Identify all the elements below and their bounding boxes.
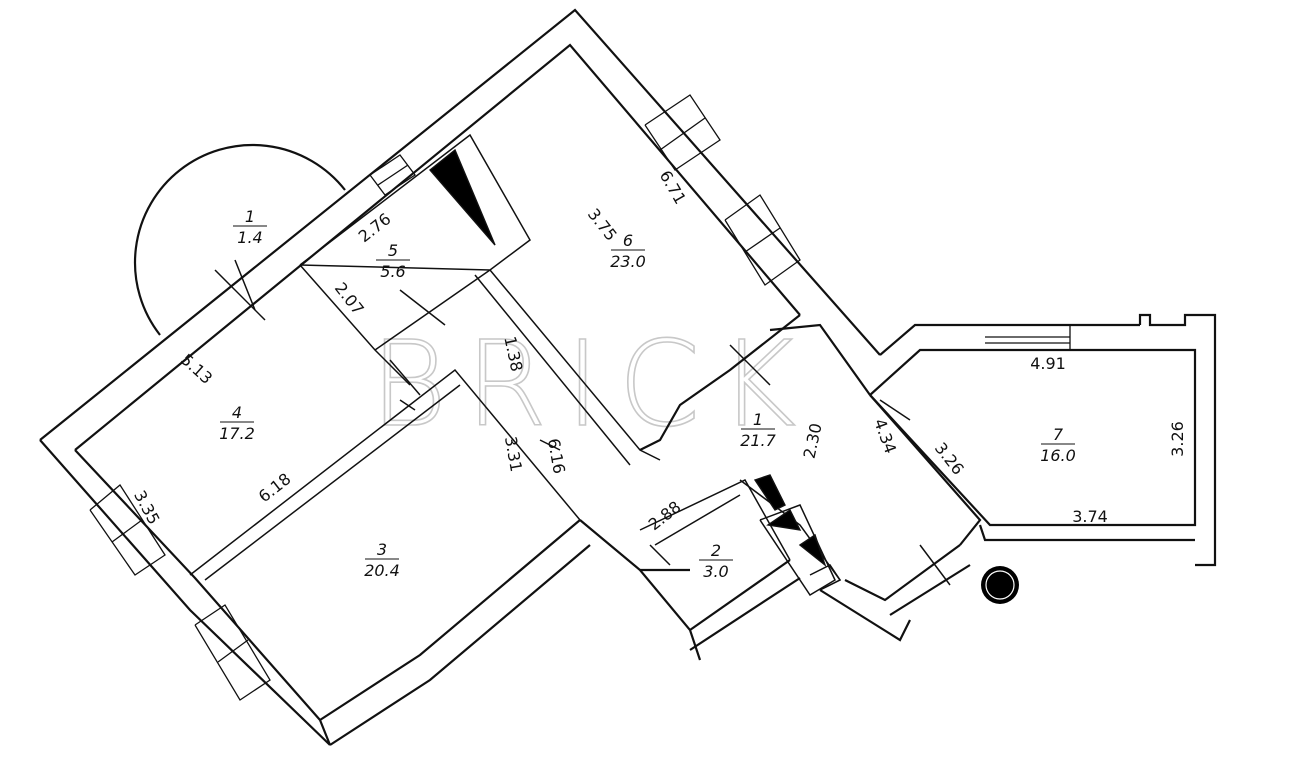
dimension-label: 3.75 [584,205,621,245]
watermark: BRICK [370,315,814,453]
interior-walls [189,133,842,591]
room-area: 21.7 [740,431,776,450]
dimension-label: 3.74 [1072,507,1108,526]
door-marks [214,259,951,586]
dimension-label: 3.26 [931,439,968,479]
room-number: 6 [623,231,633,250]
dimension-label: 6.71 [656,167,690,207]
room-number: 1 [753,410,763,429]
room-number: 7 [1053,425,1064,444]
room-area: 5.6 [380,262,405,281]
dimension-label: 4.91 [1030,354,1066,373]
outer-walls [39,8,1217,746]
dimension-label: 3.26 [1168,421,1187,457]
room-area: 20.4 [364,561,400,580]
room-number: 5 [388,241,398,260]
room-label: 623.0 [610,231,646,271]
room-area: 23.0 [610,252,646,271]
room-number: 2 [711,541,721,560]
room-area: 1.4 [237,228,262,247]
room-number: 3 [377,540,387,559]
room-number: 1 [245,207,255,226]
dimension-label: 2.07 [331,279,368,319]
room-label: 320.4 [364,540,400,580]
room-area: 16.0 [1040,446,1076,465]
room-label: 417.2 [219,403,255,443]
room-area: 17.2 [219,424,255,443]
room-label: 23.0 [699,541,733,581]
ventilation-shafts [428,148,842,597]
dimension-label: 2.88 [645,497,685,534]
column-marker-ring [985,570,1015,600]
dimension-label: 5.13 [177,350,216,388]
room-label: 121.7 [740,410,776,450]
balcony-arc [133,143,346,336]
dimension-label: 6.18 [255,469,295,506]
room-number: 4 [232,403,242,422]
windows [89,94,1071,701]
column-marker [981,566,1019,604]
room-label: 55.6 [376,241,410,281]
room-area: 3.0 [703,562,728,581]
room-label: 716.0 [1040,425,1076,465]
room-label: 11.4 [233,207,267,247]
